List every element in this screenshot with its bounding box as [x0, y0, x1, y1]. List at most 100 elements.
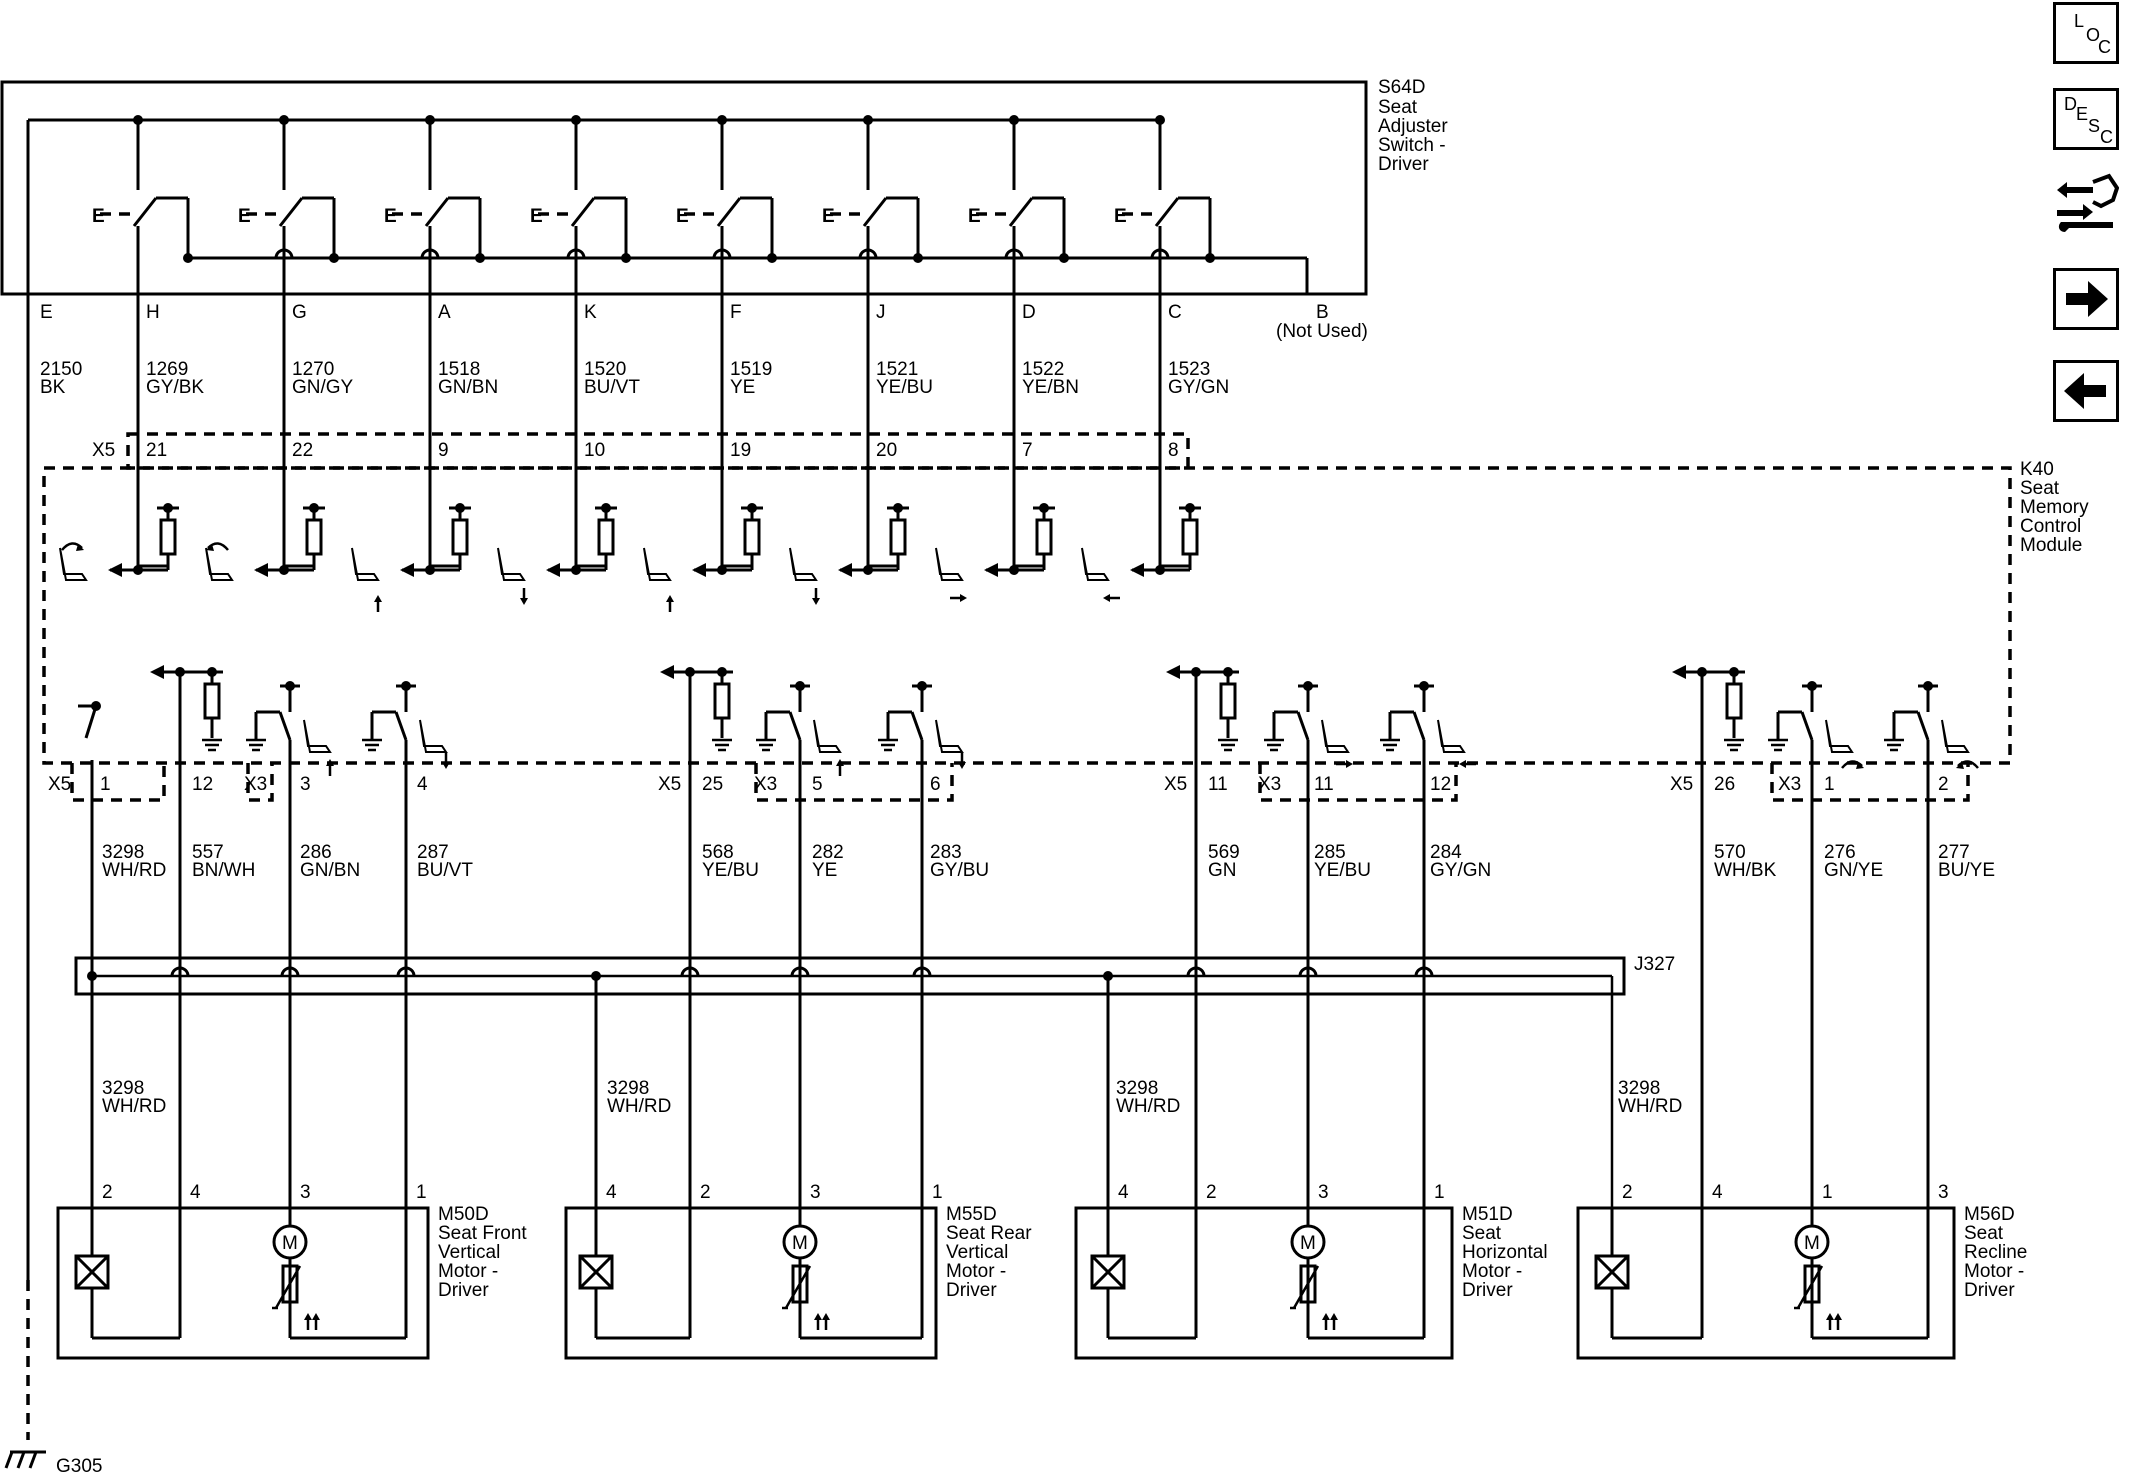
- output-wire-labels: 3298 WH/RD 557 BN/WH 286 GN/BN 287 BU/VT…: [102, 842, 1995, 881]
- output-arrow-icon: [150, 665, 164, 679]
- wire-crossover: [274, 248, 294, 259]
- input-arrow-icon: [108, 563, 122, 577]
- relay-dot: [401, 681, 411, 691]
- wire-crossover: [420, 248, 440, 259]
- motion-arrow-icon: [61, 542, 84, 551]
- motion-arrow-icon: [1956, 760, 1979, 769]
- x5-pin-number: 20: [876, 440, 897, 461]
- svg-text:1: 1: [1824, 774, 1835, 795]
- svg-text:Memory: Memory: [2020, 497, 2089, 518]
- output-group-1: [150, 665, 450, 1208]
- motor-symbol: M: [282, 1233, 298, 1254]
- seat-position-icon: [1941, 719, 1969, 753]
- motor-desc: Motor -: [1462, 1261, 1522, 1282]
- seat-memory-control-module: K40 Seat Memory Control Module: [42, 459, 2089, 1208]
- desc-button[interactable]: D E S C: [2053, 88, 2119, 150]
- module-name: K40: [2020, 459, 2054, 480]
- motor-desc: Driver: [1964, 1280, 2015, 1301]
- next-button[interactable]: [2053, 268, 2119, 330]
- arrow-left-icon: [2064, 373, 2106, 409]
- svg-text:WH/RD: WH/RD: [102, 860, 166, 881]
- motor-housing: [1576, 1206, 1956, 1360]
- circuit-number: 1520: [584, 359, 626, 380]
- wire-crossover: [1150, 248, 1170, 259]
- motor-pin-number: 3: [300, 1182, 311, 1203]
- thermal-arrow-icon: [312, 1313, 320, 1330]
- output-arrow-icon: [1166, 665, 1180, 679]
- resistor: [743, 518, 761, 556]
- switch-symbol: E: [968, 206, 981, 227]
- svg-text:WH/RD: WH/RD: [607, 1096, 671, 1117]
- motor-desc: Motor -: [946, 1261, 1006, 1282]
- resistor: [203, 682, 221, 720]
- seat-position-icon: [1825, 719, 1853, 753]
- wire-crossover: [858, 248, 878, 259]
- motor-housing: [56, 1206, 430, 1360]
- svg-text:X3: X3: [244, 774, 267, 795]
- connector-tools-button[interactable]: [2053, 170, 2120, 236]
- output-group-3: [1166, 665, 1476, 1208]
- switch-pin-letter: K: [584, 302, 597, 323]
- thermal-arrow-icon: [1330, 1313, 1338, 1330]
- switch-label: S64D Seat Adjuster Switch - Driver: [1378, 77, 1448, 175]
- seat-position-icon: [643, 547, 671, 581]
- input-arrow-icon: [984, 563, 998, 577]
- return-bus-dot: [913, 253, 923, 263]
- svg-text:YE: YE: [812, 860, 837, 881]
- ground-symbol: [1766, 738, 1790, 752]
- svg-text:282: 282: [812, 842, 844, 863]
- input-circuit-2: [351, 503, 471, 612]
- svg-text:6: 6: [930, 774, 941, 795]
- switch-symbol: E: [530, 206, 543, 227]
- seat-position-icon: [789, 547, 817, 581]
- relay-blade: [910, 711, 924, 741]
- splice-crossover: [1186, 966, 1206, 977]
- circuit-number: 1519: [730, 359, 772, 380]
- svg-text:3298: 3298: [102, 842, 144, 863]
- output-connectors: X5 1 12 X3 3 4 X5 25 X3 5 6 X5 11 X3 11 …: [48, 763, 1970, 802]
- svg-text:570: 570: [1714, 842, 1746, 863]
- motor-pin-number: 4: [1712, 1182, 1723, 1203]
- output-3298-contact: [78, 701, 101, 1208]
- resistor: [305, 518, 323, 556]
- connector-outline-4: [1770, 763, 1970, 802]
- seat-position-icon: [497, 547, 525, 581]
- splice-crossover: [170, 966, 190, 977]
- svg-text:12: 12: [1430, 774, 1451, 795]
- switch-symbol: E: [384, 206, 397, 227]
- svg-text:286: 286: [300, 842, 332, 863]
- motor-desc: Seat Front: [438, 1223, 527, 1244]
- motor-pin-number: 3: [810, 1182, 821, 1203]
- svg-text:25: 25: [702, 774, 723, 795]
- return-bus-dot: [329, 253, 339, 263]
- motor-pin-number: 3: [1938, 1182, 1949, 1203]
- seat-position-icon: [351, 547, 379, 581]
- svg-text:Module: Module: [2020, 535, 2082, 556]
- wire-crossover: [566, 248, 586, 259]
- motion-arrow-icon: [958, 752, 966, 769]
- svg-text:WH/RD: WH/RD: [1618, 1096, 1682, 1117]
- input-circuit-0: [59, 503, 179, 581]
- switch-blade: [570, 197, 596, 227]
- loc-button[interactable]: L O C: [2053, 2, 2119, 64]
- svg-text:X5: X5: [658, 774, 681, 795]
- input-circuit-7: [1081, 503, 1201, 602]
- x5-pin-number: 19: [730, 440, 751, 461]
- svg-text:X5: X5: [1670, 774, 1693, 795]
- previous-button[interactable]: [2053, 360, 2119, 422]
- motor-symbol: M: [1804, 1233, 1820, 1254]
- motion-arrow-icon: [666, 595, 674, 612]
- motor-pin-number: 2: [1206, 1182, 1217, 1203]
- motor-desc: Vertical: [946, 1242, 1008, 1263]
- ground-symbol: [200, 738, 224, 752]
- x5-pin-number: 7: [1022, 440, 1033, 461]
- svg-text:283: 283: [930, 842, 962, 863]
- motion-arrow-icon: [1103, 594, 1120, 602]
- svg-text:X5: X5: [92, 440, 115, 461]
- output-arrow-icon: [660, 665, 674, 679]
- wire-color: YE: [730, 377, 755, 398]
- motor-housing: [564, 1206, 938, 1360]
- svg-text:287: 287: [417, 842, 449, 863]
